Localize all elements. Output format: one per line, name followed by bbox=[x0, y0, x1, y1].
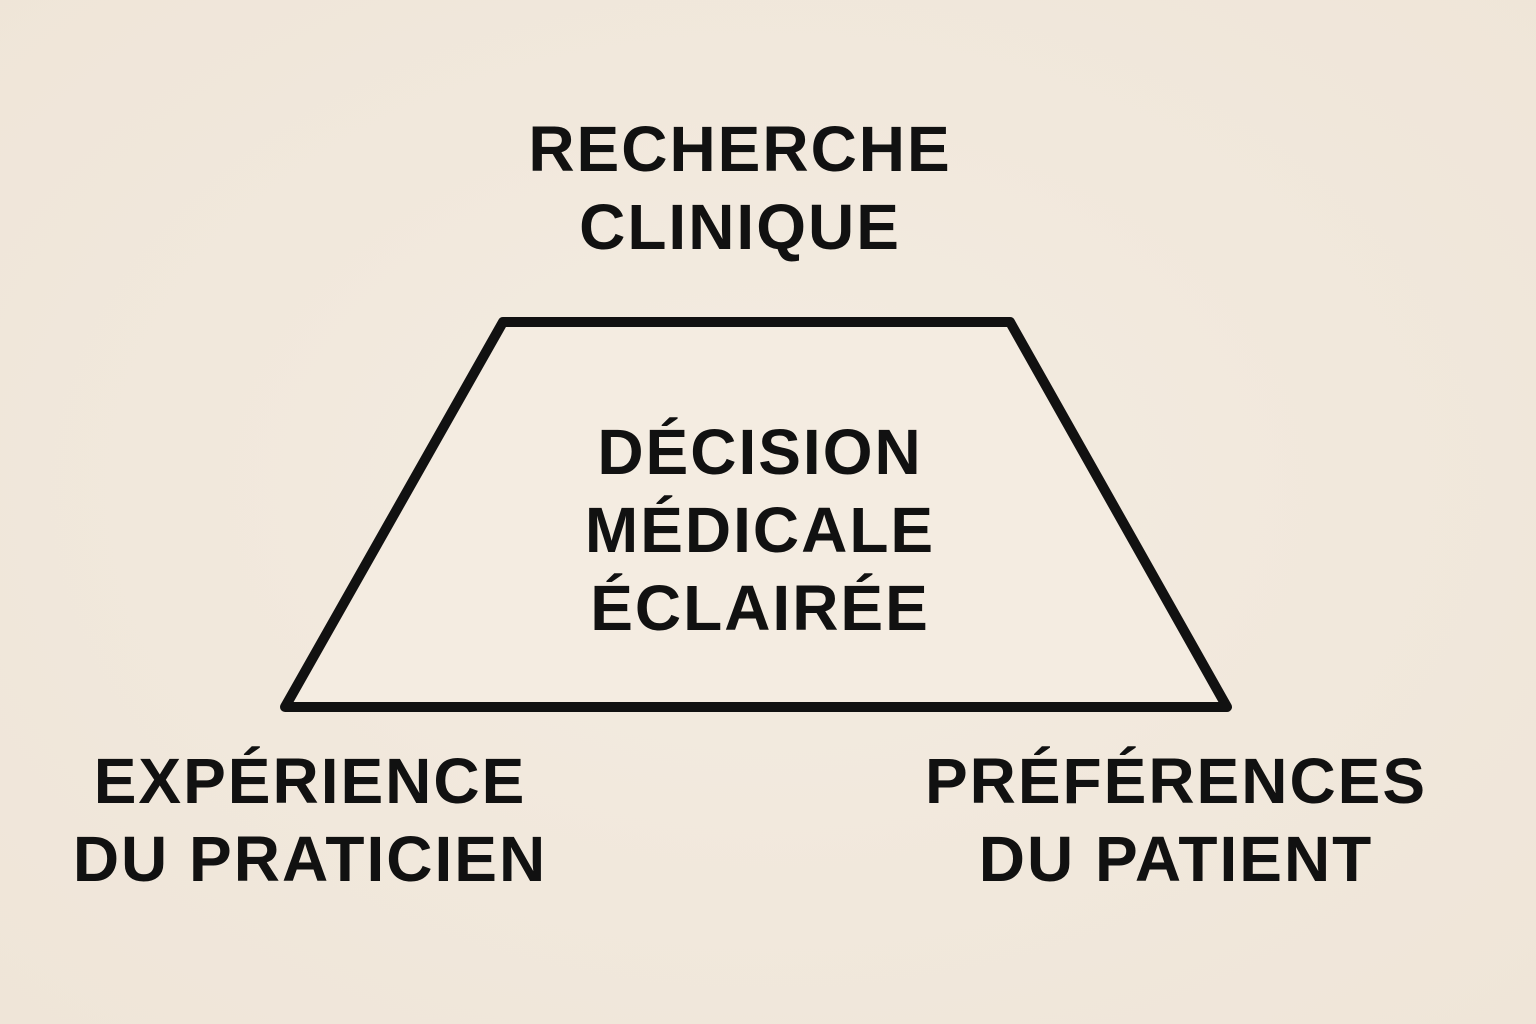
center-label-informed-decision: DÉCISION MÉDICALE ÉCLAIRÉE bbox=[460, 413, 1060, 647]
bottom-left-label-line-1: EXPÉRIENCE bbox=[93, 745, 527, 817]
center-label-line-3: ÉCLAIRÉE bbox=[590, 572, 930, 644]
bottom-right-label-patient-preferences: PRÉFÉRENCES DU PATIENT bbox=[876, 742, 1476, 898]
bottom-left-label-line-2: DU PRATICIEN bbox=[72, 823, 548, 895]
bottom-right-label-line-2: DU PATIENT bbox=[978, 823, 1374, 895]
top-label-line-1: RECHERCHE bbox=[528, 113, 952, 185]
bottom-left-label-practitioner-experience: EXPÉRIENCE DU PRATICIEN bbox=[20, 742, 600, 898]
bottom-right-label-line-1: PRÉFÉRENCES bbox=[924, 745, 1428, 817]
center-label-line-1: DÉCISION bbox=[597, 416, 923, 488]
trapezoid-outline bbox=[280, 317, 1232, 712]
top-label-line-2: CLINIQUE bbox=[579, 191, 901, 263]
center-label-line-2: MÉDICALE bbox=[584, 494, 936, 566]
top-label-clinical-research: RECHERCHE CLINIQUE bbox=[440, 110, 1040, 266]
